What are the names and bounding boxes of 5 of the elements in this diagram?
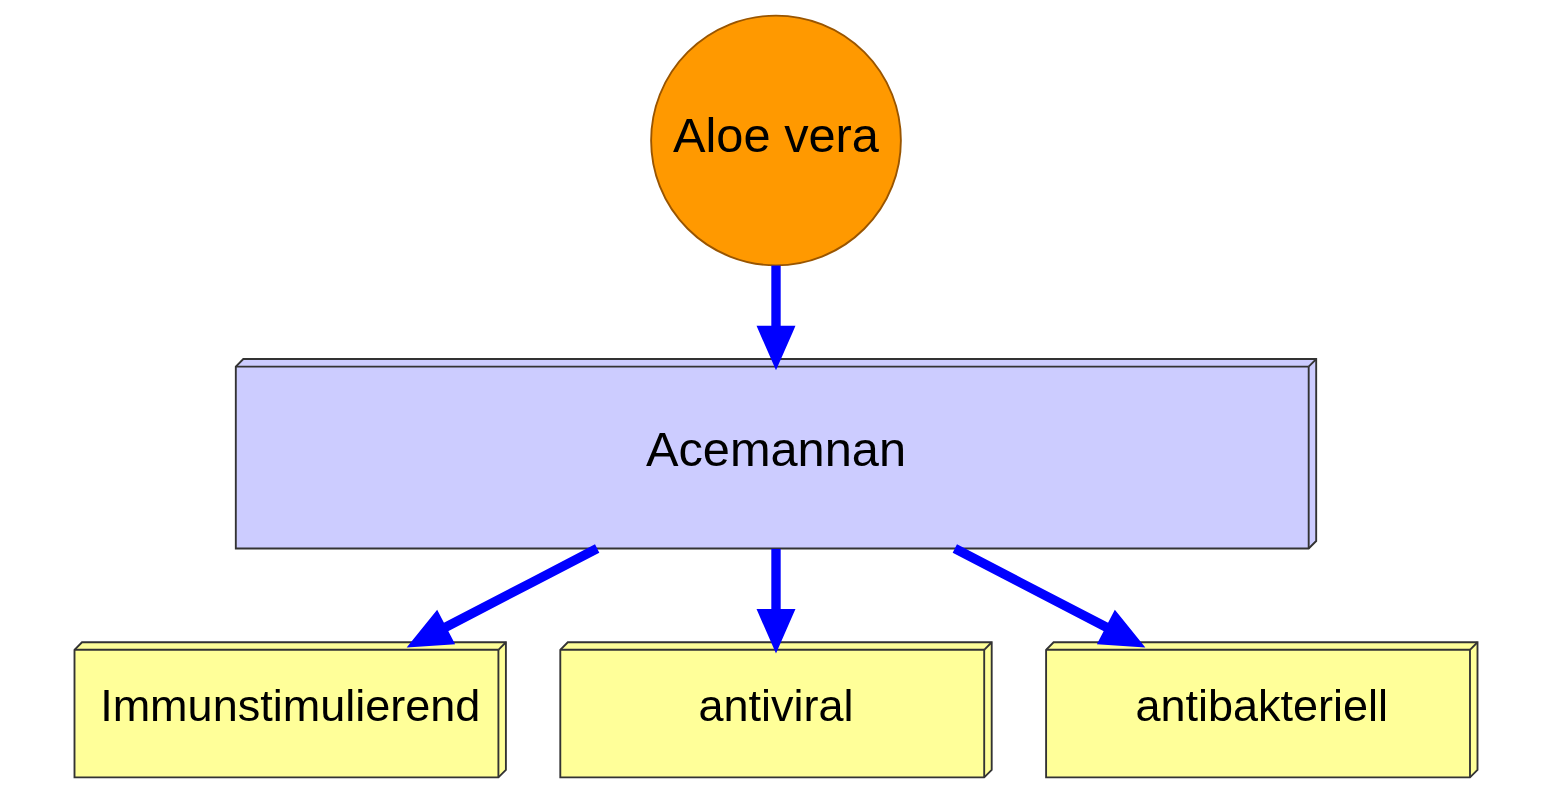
arrow <box>952 544 1146 648</box>
node-circle: Aloe vera <box>650 14 902 267</box>
arrow <box>406 544 600 648</box>
arrow <box>756 265 796 371</box>
arrow <box>756 548 796 654</box>
